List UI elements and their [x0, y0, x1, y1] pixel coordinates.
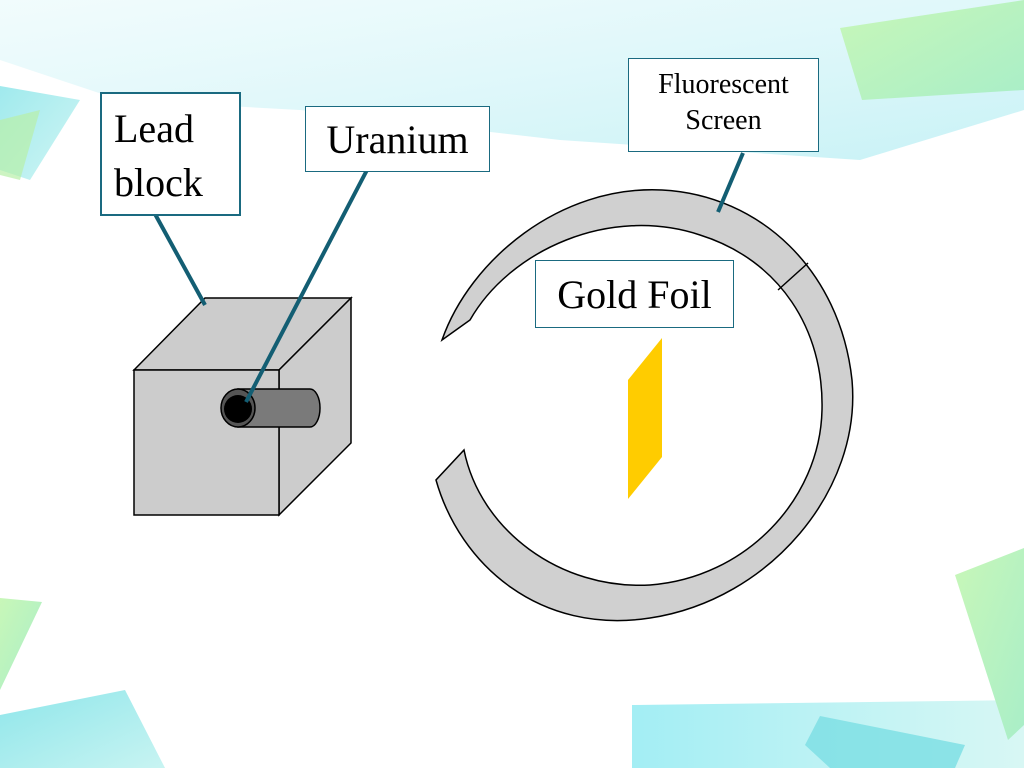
fluorescent-screen-label-line2: Screen	[685, 105, 762, 136]
deco-left-top-shard-green	[0, 110, 40, 180]
deco-top-right-green	[840, 0, 1024, 100]
screen-ring	[435, 189, 854, 622]
lead-block-label-line2: block	[114, 160, 203, 205]
leader-lines	[153, 152, 745, 403]
screen-leader	[716, 152, 745, 213]
fluorescent-screen	[435, 189, 854, 622]
lead-block-label: Lead block	[100, 92, 241, 216]
screen-seam	[777, 262, 809, 291]
uranium-sample	[224, 395, 252, 423]
gold-foil-label-text: Gold Foil	[557, 272, 712, 317]
deco-bottom-left-shard	[0, 690, 165, 768]
uranium-tube	[237, 388, 321, 428]
gold-foil-label: Gold Foil	[535, 260, 734, 328]
fluorescent-screen-label: Fluorescent Screen	[628, 58, 819, 152]
deco-right-green-shard	[955, 548, 1024, 740]
uranium-label: Uranium	[305, 106, 490, 172]
lead-block-label-line1: Lead	[114, 106, 194, 151]
lead-block-leader	[153, 213, 207, 306]
deco-bottom-right-cyan-shard	[805, 716, 965, 768]
uranium-leader	[244, 169, 369, 403]
uranium-label-text: Uranium	[326, 117, 469, 162]
fluorescent-screen-label-line1: Fluorescent	[658, 69, 789, 100]
uranium-source	[220, 388, 321, 428]
gold-foil	[628, 338, 662, 499]
deco-left-bottom-shard	[0, 598, 42, 690]
